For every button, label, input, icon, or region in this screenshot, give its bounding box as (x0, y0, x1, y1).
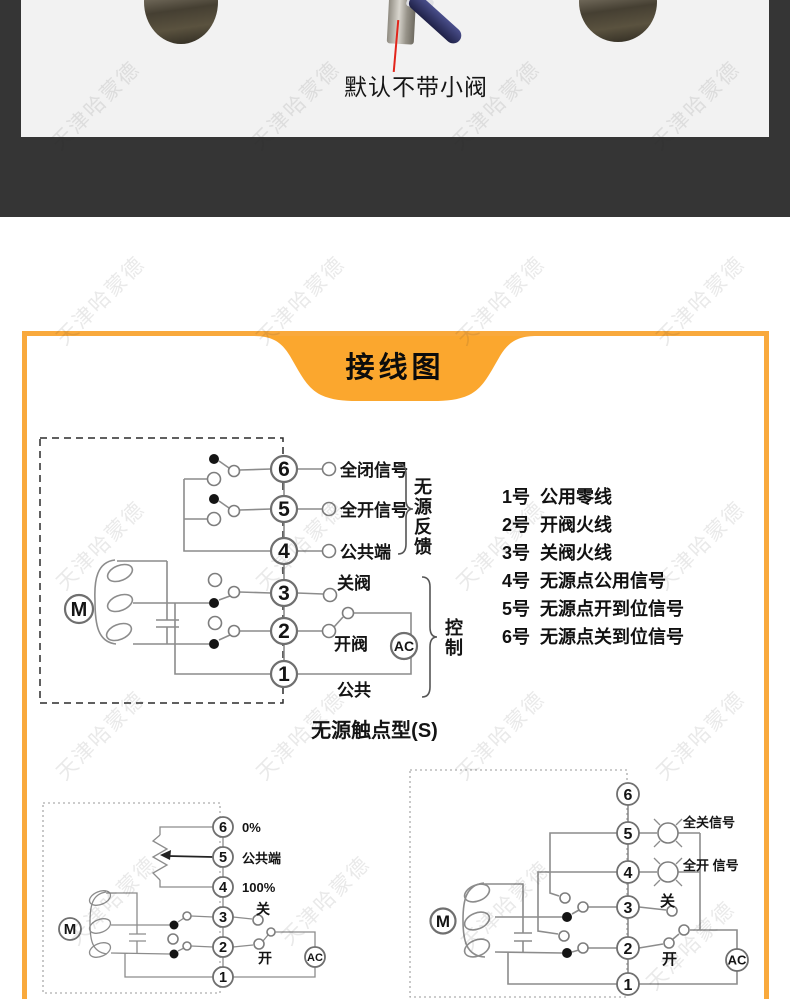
svg-text:5: 5 (278, 498, 290, 521)
motor-symbol: M (63, 593, 95, 625)
banner-shape (253, 336, 537, 401)
svg-text:关: 关 (256, 901, 270, 917)
note-number: 2号 (502, 515, 531, 535)
note-row: 6号无源点关到位信号 (502, 623, 684, 651)
feedback-brace (397, 463, 414, 555)
mini-valve-handle (406, 0, 465, 47)
control-brace (421, 576, 438, 698)
svg-text:关: 关 (660, 892, 675, 910)
svg-text:6: 6 (219, 820, 227, 836)
note-row: 2号开阀火线 (502, 511, 684, 539)
note-text: 无源点关到位信号 (540, 627, 684, 647)
svg-text:AC: AC (307, 952, 323, 964)
pot-dotted-outline (42, 802, 221, 994)
svg-text:关阀: 关阀 (337, 573, 371, 593)
ac-symbol: AC (389, 631, 419, 661)
svg-text:2: 2 (624, 941, 633, 958)
pot-diagram: M AC 6 5 4 3 2 1 0% 公共端 100% 关 开 (42, 802, 326, 994)
svg-text:M: M (64, 921, 77, 938)
svg-text:开: 开 (662, 951, 677, 968)
note-text: 公用零线 (540, 487, 612, 507)
note-text: 无源点公用信号 (540, 571, 666, 591)
svg-text:4: 4 (219, 880, 227, 896)
svg-text:开阀: 开阀 (334, 634, 368, 654)
svg-text:1: 1 (624, 977, 633, 994)
lamp-labels: 全关信号 全开 信号 关 开 (660, 815, 739, 968)
svg-text:M: M (71, 599, 88, 621)
metal-ring-left-image (144, 0, 218, 44)
svg-text:开: 开 (258, 950, 272, 966)
note-row: 1号公用零线 (502, 483, 684, 511)
lamp-motor-coils (463, 883, 491, 958)
svg-text:5: 5 (219, 850, 227, 866)
svg-text:2: 2 (278, 620, 290, 643)
lamp-ac-symbol: AC (725, 948, 749, 972)
svg-text:AC: AC (728, 953, 747, 968)
pot-motor-symbol: M (58, 917, 82, 941)
lamp-indicator-4 (653, 857, 683, 887)
switch-contacts (206, 454, 355, 649)
motor-coils (105, 563, 134, 642)
note-row: 3号关阀火线 (502, 539, 684, 567)
svg-text:2: 2 (219, 940, 227, 956)
note-number: 3号 (502, 543, 531, 563)
svg-text:公共: 公共 (337, 681, 371, 700)
card-title: 接线图 (345, 352, 445, 384)
svg-text:全闭信号: 全闭信号 (339, 460, 408, 480)
wiring-card (22, 331, 769, 999)
metal-ring-right-image (579, 0, 657, 42)
lamp-terminal-column: 6 5 4 3 2 1 (616, 782, 640, 996)
main-wiring-diagram: M AC 6 5 4 3 2 1 全闭信号 全开信号 公共端 关阀 开阀 公共 (39, 437, 438, 704)
note-row: 4号无源点公用信号 (502, 567, 684, 595)
svg-text:1: 1 (219, 970, 227, 986)
pot-terminal-column: 6 5 4 3 2 1 (212, 816, 234, 988)
pot-switch-contacts (167, 911, 276, 959)
svg-text:公共端: 公共端 (242, 851, 281, 866)
note-row: 5号无源点开到位信号 (502, 595, 684, 623)
svg-text:6: 6 (624, 787, 633, 804)
svg-text:全开信号: 全开信号 (339, 500, 408, 520)
svg-text:3: 3 (219, 910, 227, 926)
section-caption: 无源触点型(S) (311, 720, 438, 742)
actuator-dashed-outline (39, 437, 284, 704)
svg-text:100%: 100% (242, 880, 276, 895)
product-photo-area: 默认不带小阀 (21, 0, 769, 137)
pot-ac-symbol: AC (304, 946, 326, 968)
svg-text:AC: AC (394, 638, 414, 654)
svg-text:全关信号: 全关信号 (682, 815, 735, 830)
svg-text:4: 4 (278, 540, 290, 563)
top-dark-band: 默认不带小阀 (0, 0, 790, 217)
svg-text:1: 1 (278, 663, 290, 686)
wiring-notes: 1号公用零线 2号开阀火线 3号关阀火线 4号无源点公用信号 5号无源点开到位信… (502, 483, 684, 651)
pot-motor-coils (88, 890, 112, 958)
note-number: 5号 (502, 599, 531, 619)
note-number: 6号 (502, 627, 531, 647)
lamp-switch-contacts (558, 892, 690, 958)
control-brace-label: 控制 (443, 618, 463, 658)
lamp-indicator-5 (653, 818, 683, 848)
pot-labels: 0% 公共端 100% 关 开 (242, 820, 281, 966)
note-number: 1号 (502, 487, 531, 507)
feedback-brace-label: 无源反馈 (412, 477, 432, 557)
pot-wiring (89, 826, 316, 978)
svg-text:5: 5 (624, 826, 633, 843)
svg-text:6: 6 (278, 458, 290, 481)
lamp-diagram: M AC 6 5 4 3 2 1 全关信号 全开 信号 关 开 (409, 769, 749, 998)
svg-text:M: M (436, 912, 450, 931)
main-wiring (94, 460, 412, 675)
svg-text:0%: 0% (242, 820, 261, 835)
svg-text:全开 信号: 全开 信号 (682, 858, 739, 873)
note-text: 开阀火线 (540, 515, 612, 535)
svg-text:3: 3 (624, 900, 633, 917)
svg-text:3: 3 (278, 582, 290, 605)
svg-text:4: 4 (624, 865, 633, 882)
note-number: 4号 (502, 571, 531, 591)
note-text: 无源点开到位信号 (540, 599, 684, 619)
lamp-motor-symbol: M (429, 907, 457, 935)
note-text: 关阀火线 (540, 543, 612, 563)
photo-caption: 默认不带小阀 (344, 74, 488, 100)
terminal-column: 6 5 4 3 2 1 (269, 454, 299, 689)
terminal-labels: 全闭信号 全开信号 公共端 关阀 开阀 公共 (334, 460, 408, 700)
svg-text:公共端: 公共端 (340, 542, 391, 562)
